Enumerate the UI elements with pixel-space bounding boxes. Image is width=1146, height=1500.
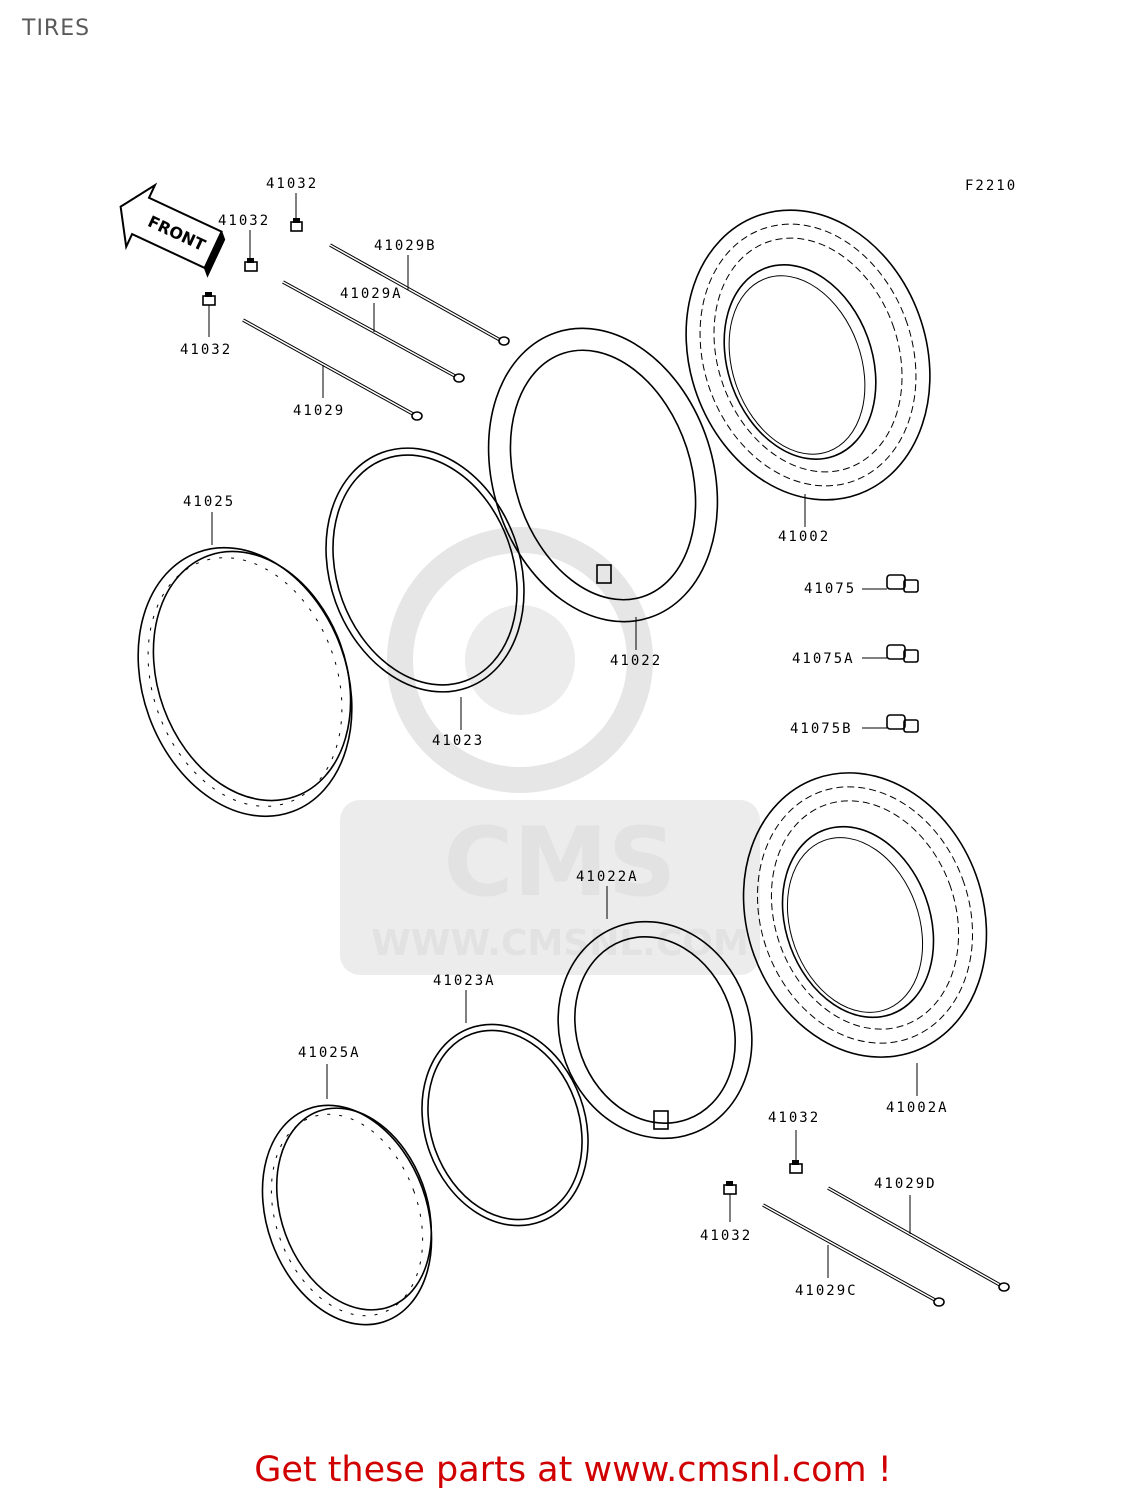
part-label-41023[interactable]: 41023 bbox=[432, 733, 484, 749]
part-label-41029a[interactable]: 41029A bbox=[340, 286, 403, 302]
watermark-url: WWW.CMSNL.COM bbox=[371, 923, 749, 964]
part-label-41032-b[interactable]: 41032 bbox=[218, 213, 270, 229]
cmsnl-watermark: CMS WWW.CMSNL.COM bbox=[340, 527, 760, 975]
tube-41022a[interactable] bbox=[528, 886, 782, 1166]
part-label-41075b[interactable]: 41075B bbox=[790, 721, 853, 737]
part-label-41029d[interactable]: 41029D bbox=[874, 1176, 937, 1192]
part-label-41025a[interactable]: 41025A bbox=[298, 1045, 361, 1061]
part-label-41032-d[interactable]: 41032 bbox=[768, 1110, 820, 1126]
tire-41002a[interactable] bbox=[705, 738, 1026, 1096]
spoke-41029[interactable] bbox=[242, 318, 423, 421]
tire-41002[interactable] bbox=[646, 176, 969, 535]
part-label-41029c[interactable]: 41029C bbox=[795, 1283, 858, 1299]
part-label-41075[interactable]: 41075 bbox=[804, 581, 856, 597]
part-label-41029[interactable]: 41029 bbox=[293, 403, 345, 419]
rim-band-41023[interactable] bbox=[293, 420, 557, 730]
part-label-41032-e[interactable]: 41032 bbox=[700, 1228, 752, 1244]
valve-cap-icon[interactable] bbox=[862, 574, 919, 593]
part-label-41075a[interactable]: 41075A bbox=[792, 651, 855, 667]
rim-41025[interactable] bbox=[102, 512, 388, 847]
page-title: TIRES bbox=[22, 16, 91, 41]
part-label-41002[interactable]: 41002 bbox=[778, 529, 830, 545]
watermark-logo: CMS bbox=[444, 808, 677, 918]
spoke-41029d[interactable] bbox=[827, 1186, 1010, 1292]
rim-41025a[interactable] bbox=[233, 1064, 461, 1349]
spoke-nipple-icon[interactable] bbox=[789, 1130, 803, 1174]
front-arrow-icon: FRONT bbox=[119, 182, 226, 278]
spoke-nipple-icon[interactable] bbox=[202, 292, 216, 337]
spoke-nipple-icon[interactable] bbox=[723, 1181, 737, 1222]
part-label-41022a[interactable]: 41022A bbox=[576, 869, 639, 885]
valve-cap-icon[interactable] bbox=[862, 644, 919, 663]
rim-band-41023a[interactable] bbox=[395, 990, 616, 1249]
tube-41022[interactable] bbox=[452, 298, 754, 651]
spoke-41029c[interactable] bbox=[762, 1203, 945, 1307]
tires-exploded-diagram: CMS WWW.CMSNL.COM F2210 FRONT 41032 4103… bbox=[102, 176, 1026, 1349]
part-label-41032-c[interactable]: 41032 bbox=[180, 342, 232, 358]
part-label-41029b[interactable]: 41029B bbox=[374, 238, 437, 254]
diagram-ref-code: F2210 bbox=[965, 178, 1017, 194]
cmsnl-parts-link[interactable]: Get these parts at www.cmsnl.com ! bbox=[254, 1450, 892, 1490]
spoke-nipple-icon[interactable] bbox=[244, 230, 258, 272]
spoke-41029a[interactable] bbox=[282, 280, 465, 383]
part-label-41032-a[interactable]: 41032 bbox=[266, 176, 318, 192]
part-label-41002a[interactable]: 41002A bbox=[886, 1100, 949, 1116]
part-label-41025[interactable]: 41025 bbox=[183, 494, 235, 510]
part-label-41023a[interactable]: 41023A bbox=[433, 973, 496, 989]
valve-cap-icon[interactable] bbox=[862, 714, 919, 733]
spoke-nipple-icon[interactable] bbox=[290, 193, 303, 232]
spoke-41029b[interactable] bbox=[329, 243, 510, 346]
part-label-41022[interactable]: 41022 bbox=[610, 653, 662, 669]
